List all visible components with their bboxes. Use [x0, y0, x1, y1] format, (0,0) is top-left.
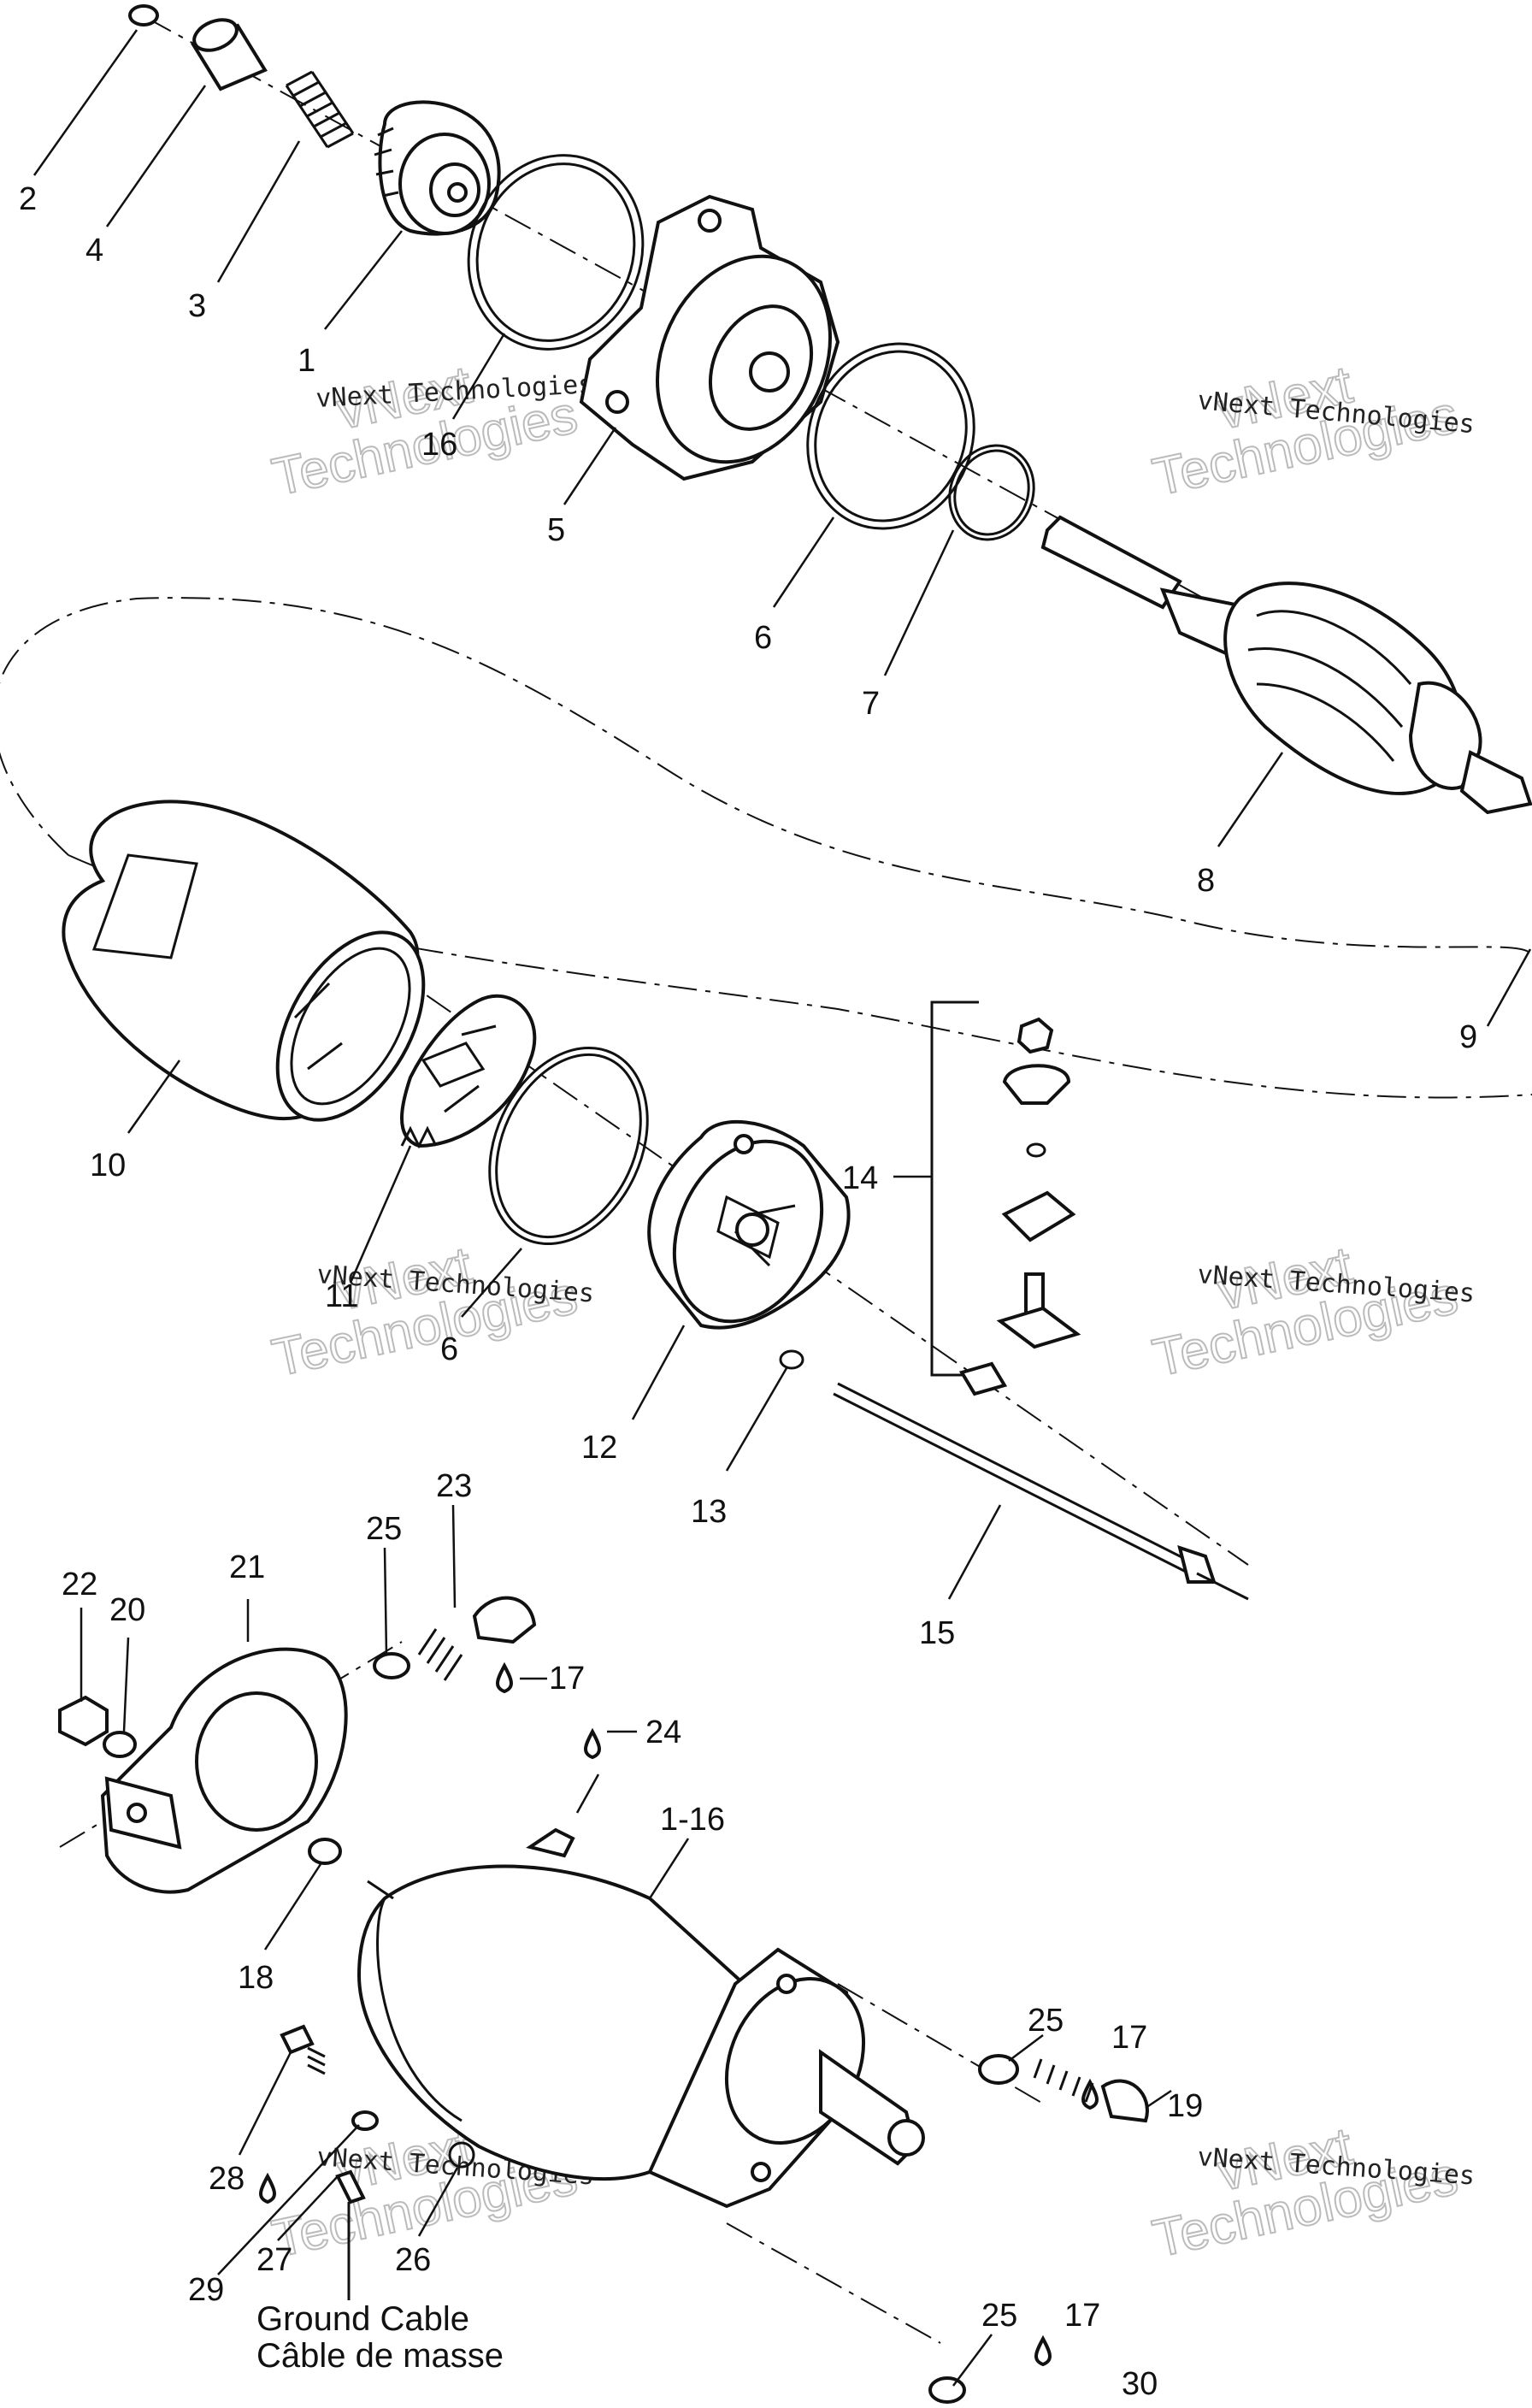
star-washer-part-26	[448, 2141, 475, 2169]
label-part-15: 15	[919, 1615, 955, 1651]
o-ring-part-13	[779, 1349, 804, 1370]
yoke-frame-part-10	[62, 800, 426, 1122]
label-part-27: 27	[256, 2242, 292, 2278]
label-part-8: 8	[1197, 863, 1215, 899]
label-part-25: 25	[366, 1511, 402, 1547]
bolt-part-23	[417, 1596, 537, 1681]
drop-icon-part-29	[259, 2172, 276, 2204]
bolt-part-28	[280, 2024, 326, 2075]
washer-part-18	[308, 1838, 342, 1865]
label-part-5: 5	[547, 512, 565, 548]
label-part-6-lower: 6	[440, 1331, 458, 1367]
support-bracket-part-21	[100, 1647, 348, 1894]
drop-icon-part-17	[1081, 2078, 1099, 2110]
label-part-26: 26	[395, 2242, 431, 2278]
leader-lines	[32, 29, 1532, 2387]
washer-part-25	[373, 1652, 410, 1679]
drop-icon-part-17	[1034, 2334, 1052, 2367]
label-part-7: 7	[862, 686, 880, 722]
label-part-12: 12	[581, 1430, 617, 1466]
brush-holder-plate-part-11	[400, 994, 537, 1149]
small-ring-part-2	[128, 4, 159, 27]
starter-assembly-part-1-16	[356, 1827, 925, 2209]
armature-part-8	[1040, 515, 1532, 815]
washer-part-25-right	[978, 2054, 1019, 2085]
nut-part-22	[58, 1695, 109, 1747]
o-ring-part-16	[467, 154, 645, 351]
label-part-6: 6	[754, 620, 772, 656]
label-part-24: 24	[645, 1715, 681, 1750]
brush-kit-part-14	[930, 1000, 1081, 1396]
drop-icon-part-24	[584, 1727, 601, 1760]
drop-icon-part-17	[496, 1661, 513, 1694]
label-part-1-16: 1-16	[660, 1802, 725, 1838]
washer-part-20	[103, 1731, 137, 1758]
label-part-14: 14	[842, 1160, 878, 1196]
label-part-17-right: 17	[1111, 2020, 1147, 2056]
washer-part-25-bottom	[928, 2376, 966, 2404]
label-part-17: 17	[549, 1661, 585, 1697]
label-part-2: 2	[19, 181, 37, 217]
drive-end-housing-part-5	[579, 194, 840, 481]
label-part-19: 19	[1167, 2088, 1203, 2124]
bolt-part-19	[1033, 2058, 1149, 2123]
label-part-9: 9	[1459, 1019, 1477, 1055]
label-part-4: 4	[85, 233, 103, 269]
ground-cable-caption-en: Ground Cable	[256, 2300, 469, 2338]
label-part-3: 3	[188, 288, 206, 324]
label-part-21: 21	[229, 1549, 265, 1585]
pinion-drive-part-1	[374, 100, 501, 236]
label-part-10: 10	[90, 1148, 126, 1183]
label-part-23: 23	[436, 1468, 472, 1504]
label-part-17-bottom: 17	[1064, 2298, 1100, 2334]
label-part-20: 20	[109, 1592, 145, 1628]
label-part-18: 18	[238, 1960, 274, 1996]
label-part-25-right: 25	[1028, 2003, 1064, 2039]
label-part-16: 16	[421, 427, 457, 463]
label-part-11: 11	[325, 1278, 358, 1314]
label-part-30: 30	[1122, 2366, 1158, 2402]
bushing-part-4	[191, 18, 268, 91]
label-part-22: 22	[62, 1567, 97, 1602]
label-part-13: 13	[691, 1494, 727, 1530]
label-part-29: 29	[188, 2272, 224, 2308]
label-part-28: 28	[209, 2161, 245, 2197]
spring-part-3	[285, 70, 355, 149]
label-part-25-bottom: 25	[981, 2298, 1017, 2334]
through-bolt-part-15	[833, 1382, 1249, 1601]
ground-cable-caption-fr: Câble de masse	[256, 2337, 504, 2375]
part-labels: 2 4 3 1 16 5 6 7 8 9 10 11 6 12 13 14 15…	[19, 181, 1477, 2402]
ground-cable-terminal	[335, 2169, 366, 2204]
o-ring-part-7	[948, 444, 1035, 541]
label-part-1: 1	[298, 343, 315, 379]
o-ring-part-6-lower	[488, 1046, 649, 1246]
commutator-end-cover-part-12	[647, 1119, 851, 1330]
